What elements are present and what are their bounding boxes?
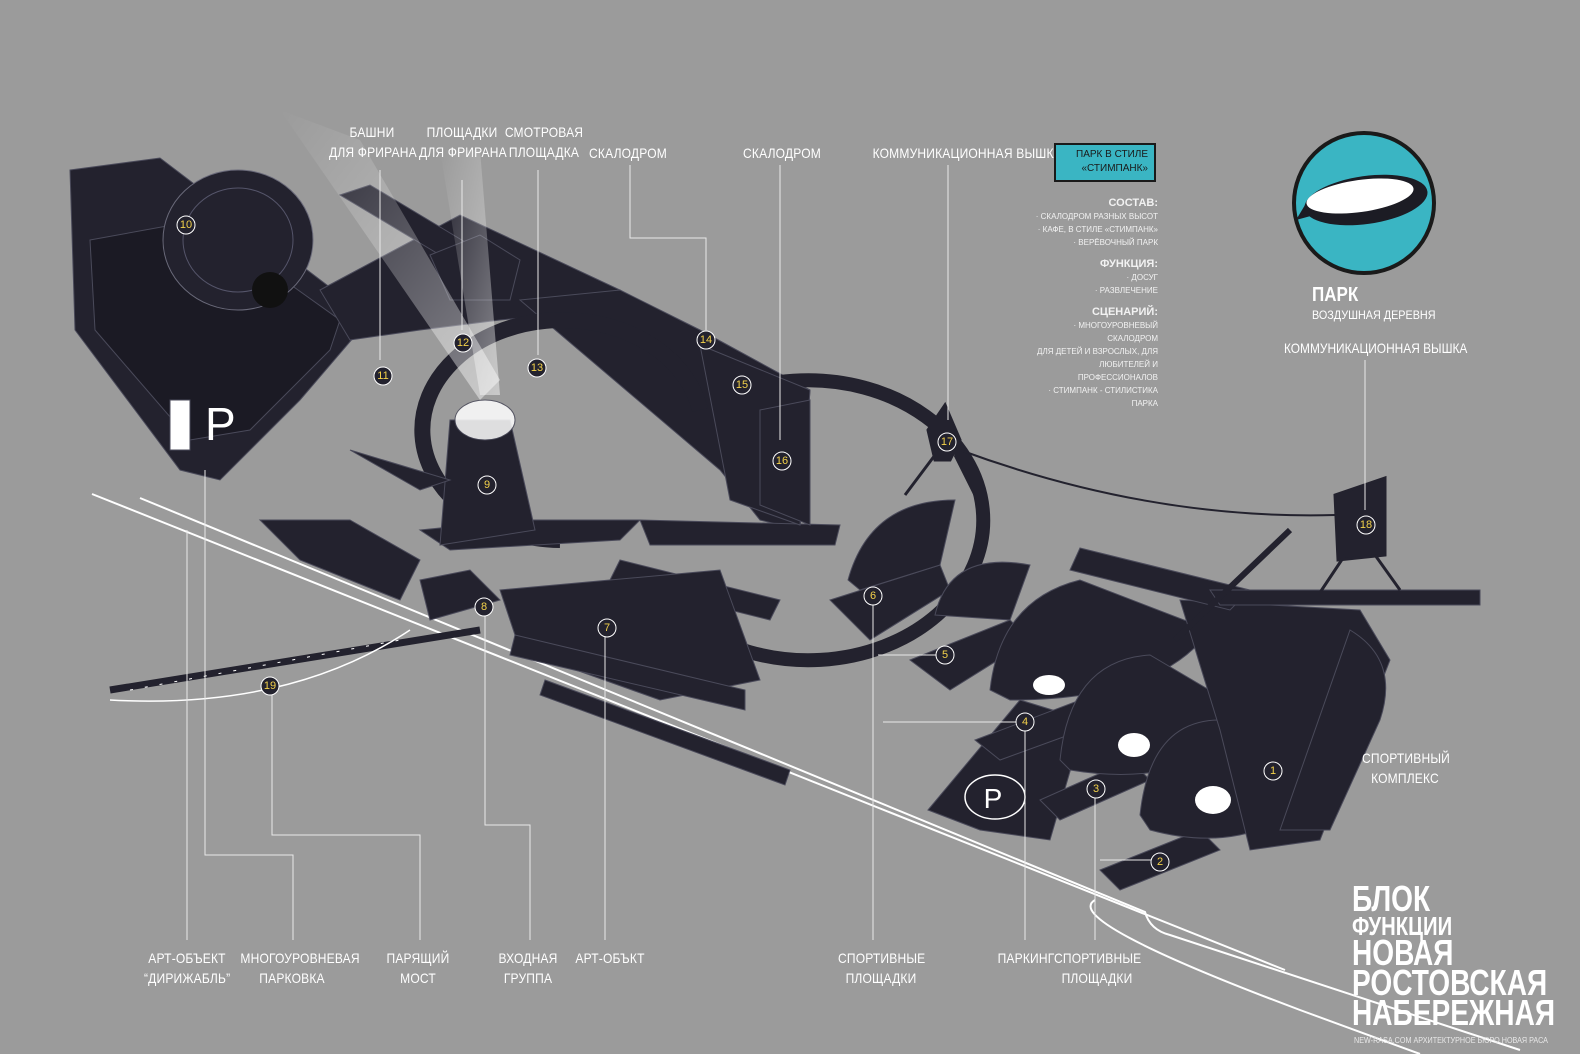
- parking-p-icon: P: [205, 398, 236, 450]
- function-item: · РАЗВЛЕЧЕНИЕ: [1094, 286, 1158, 295]
- svg-text:3: 3: [1093, 783, 1099, 795]
- svg-text:5: 5: [942, 649, 948, 661]
- scenario-item: · МНОГОУРОВНЕВЫЙ СКАЛОДРОМ: [1073, 321, 1158, 343]
- svg-text:13: 13: [531, 362, 543, 374]
- label-art-object: АРТ-ОБЪКТ: [575, 950, 645, 966]
- light-beam: [280, 110, 500, 400]
- marker-18: 18: [1356, 515, 1376, 535]
- svg-text:15: 15: [736, 379, 748, 391]
- svg-text:8: 8: [481, 601, 487, 613]
- marker-8: 8: [474, 597, 494, 617]
- leader-lines: [186, 165, 1366, 940]
- park-title: ПАРК: [1312, 284, 1359, 306]
- scenario-item: · СТИМПАНК - СТИЛИСТИКА ПАРКА: [1048, 386, 1158, 408]
- marker-7: 7: [597, 618, 617, 638]
- composition-title: СОСТАВ:: [1108, 197, 1158, 209]
- composition-item: · ВЕРЁВОЧНЫЙ ПАРК: [1073, 238, 1158, 247]
- road-lines: [91, 493, 1521, 1054]
- marker-3: 3: [1086, 779, 1106, 799]
- svg-text:12: 12: [457, 337, 469, 349]
- marker-15: 15: [732, 375, 752, 395]
- sports-complex: [829, 499, 1481, 891]
- composition-item: · КАФЕ, В СТИЛЕ «СТИМПАНК»: [1037, 225, 1158, 234]
- central-structures: [258, 184, 991, 786]
- marker-9: 9: [477, 475, 497, 495]
- marker-6: 6: [863, 586, 883, 606]
- svg-text:P: P: [984, 783, 1003, 814]
- marker-17: 17: [937, 432, 957, 452]
- park-subtitle: ВОЗДУШНАЯ ДЕРЕВНЯ: [1312, 308, 1436, 322]
- svg-text:16: 16: [776, 455, 788, 467]
- svg-text:14: 14: [700, 334, 712, 346]
- marker-19: 19: [260, 676, 280, 696]
- label-communication-tower: КОММУНИКАЦИОННАЯ ВЫШКА: [872, 145, 1062, 161]
- svg-text:19: 19: [264, 680, 276, 692]
- marker-1: 1: [1263, 761, 1283, 781]
- marker-10: 10: [176, 215, 196, 235]
- floating-bridge: [109, 626, 481, 702]
- function-title: ФУНКЦИЯ:: [1100, 258, 1158, 270]
- light-beam: [440, 150, 500, 395]
- scenario-item: ДЛЯ ДЕТЕЙ И ВЗРОСЛЫХ, ДЛЯ: [1037, 347, 1158, 356]
- label-climbing-wall-2: СКАЛОДРОМ: [743, 145, 821, 161]
- function-item: · ДОСУГ: [1126, 273, 1158, 282]
- svg-text:18: 18: [1360, 519, 1372, 531]
- marker-11: 11: [373, 366, 393, 386]
- svg-text:1: 1: [1270, 765, 1276, 777]
- svg-text:11: 11: [377, 370, 388, 382]
- marker-13: 13: [527, 358, 547, 378]
- marker-5: 5: [935, 645, 955, 665]
- svg-text:7: 7: [604, 622, 610, 634]
- label-art-object-airship: АРТ-ОБЪЕКТ“ДИРИЖАБЛЬ”: [144, 950, 231, 986]
- airship-icon: [1292, 131, 1436, 275]
- numbered-markers: 1 2 3 4 5 6 7 8 9 10 11 12 13 14 15 16 1…: [176, 215, 1376, 872]
- svg-text:6: 6: [870, 590, 876, 602]
- park-style-badge: ПАРК В СТИЛЕ «СТИМПАНК»: [1054, 143, 1156, 182]
- block-title: БЛОК ФУНКЦИИ НОВАЯ РОСТОВСКАЯ НАБЕРЕЖНАЯ: [1352, 878, 1556, 1033]
- svg-text:4: 4: [1022, 716, 1028, 728]
- marker-16: 16: [772, 451, 792, 471]
- svg-text:10: 10: [180, 219, 192, 231]
- info-panel: СОСТАВ: · СКАЛОДРОМ РАЗНЫХ ВЫСОТ · КАФЕ,…: [1030, 188, 1158, 410]
- multilevel-parking-building: [69, 157, 361, 481]
- marker-12: 12: [453, 333, 473, 353]
- svg-text:17: 17: [941, 436, 953, 448]
- label-communication-tower-right: КОММУНИКАЦИОННАЯ ВЫШКА: [1284, 340, 1468, 356]
- marker-14: 14: [696, 330, 716, 350]
- marker-2: 2: [1150, 852, 1170, 872]
- composition-item: · СКАЛОДРОМ РАЗНЫХ ВЫСОТ: [1035, 212, 1158, 221]
- label-parking: ПАРКИНГ: [997, 950, 1055, 966]
- footer-credit: NEW-RASA.COM АРХИТЕКТУРНОЕ БЮРО НОВАЯ РА…: [1354, 1036, 1548, 1045]
- svg-text:9: 9: [484, 479, 490, 491]
- airship-sphere: [162, 169, 314, 311]
- svg-text:2: 2: [1157, 856, 1163, 868]
- scenario-title: СЦЕНАРИЙ:: [1091, 306, 1158, 318]
- scenario-item: ЛЮБИТЕЛЕЙ И ПРОФЕССИОНАЛОВ: [1077, 360, 1158, 382]
- marker-4: 4: [1015, 712, 1035, 732]
- label-climbing-wall-1: СКАЛОДРОМ: [589, 145, 667, 161]
